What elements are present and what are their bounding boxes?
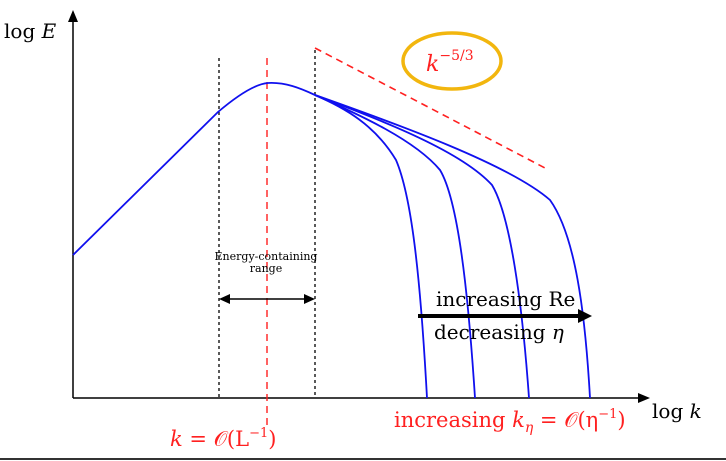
x-axis-arrow-icon [638,393,650,403]
energy-range-label-line1: Energy-containing [215,250,318,263]
kolmogorov-scale-label: increasing kη = 𝒪(η−1) [394,407,626,436]
increasing-re-label: increasing Re [436,287,575,311]
spectrum-curve-1 [72,82,428,399]
slope-label: k−5/3 [426,48,474,77]
slope-reference-line [314,47,546,169]
energy-range-label-line2: range [250,262,282,275]
slope-highlight-circle [401,31,503,91]
energy-range-arrow-left-icon [219,294,230,304]
y-axis-label: log E [4,19,57,43]
y-axis-arrow-icon [68,10,78,22]
energy-range-arrow-right-icon [304,294,315,304]
decreasing-eta-label: decreasing η [434,320,564,344]
increasing-re-arrow-head-icon [578,309,592,323]
x-axis-label: log k [652,399,702,423]
spectrum-curve-4 [314,94,591,399]
spectrum-curves [72,82,591,399]
spectrum-curve-2 [314,94,476,399]
integral-scale-label: k = 𝒪(L−1) [170,426,276,451]
spectrum-curve-3 [314,94,530,399]
